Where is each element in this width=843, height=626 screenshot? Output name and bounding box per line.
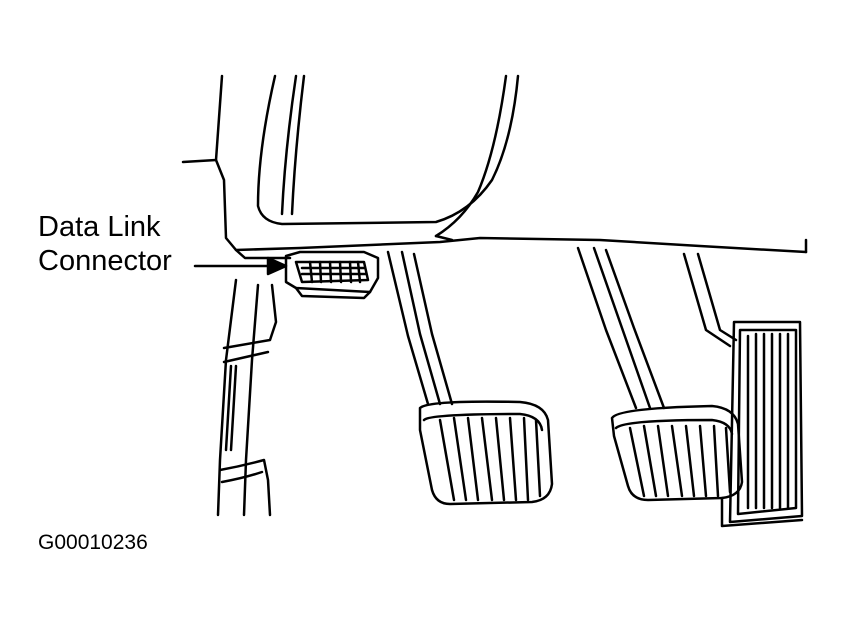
data-link-connector-label: Data Link Connector: [38, 210, 172, 278]
steering-column-cover: [256, 74, 520, 242]
door-jamb: [216, 278, 278, 517]
callout-line-2: Connector: [38, 245, 172, 277]
callout-line-1: Data Link: [38, 211, 161, 243]
callout-leader-arrow: [193, 256, 288, 276]
figure-id: G00010236: [38, 531, 148, 554]
brake-pedal: [576, 246, 744, 502]
clutch-pedal: [386, 250, 554, 506]
data-link-connector: [284, 250, 380, 300]
dashboard-outline: [181, 74, 808, 260]
accelerator-pedal: [682, 252, 804, 528]
